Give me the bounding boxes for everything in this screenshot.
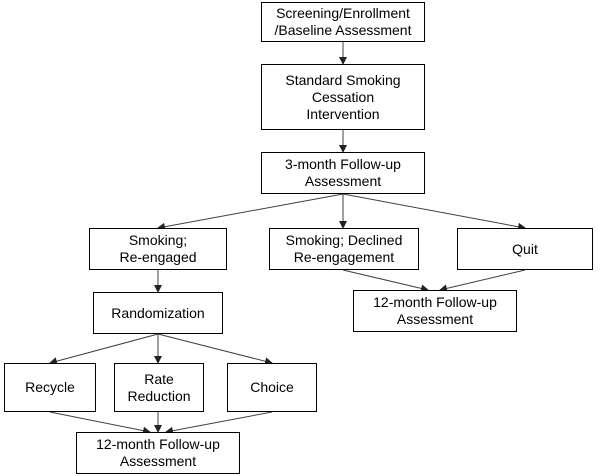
arrow-recycle-to-followup12 [49,411,151,435]
rate-reduction-label: Rate Reduction [127,370,191,404]
intervention-label: Standard Smoking Cessation Intervention [285,71,401,122]
arrow-followup3-to-quit [342,193,526,231]
followup12-bottom-label: 12-month Follow-up Assessment [96,436,220,469]
recycle-label: Recycle [25,379,75,395]
followup12-right-box: 12-month Follow-up Assessment [353,290,517,332]
recycle-box: Recycle [4,363,96,412]
quit-label: Quit [512,240,538,257]
arrow-quit-to-followup12 [439,269,526,293]
arrow-declined-to-followup12 [342,269,429,293]
choice-box: Choice [227,363,317,412]
followup3-box: 3-month Follow-up Assessment [261,152,425,194]
followup12-right-label: 12-month Follow-up Assessment [373,294,497,327]
screening-box: Screening/Enrollment /Baseline Assessmen… [261,2,425,42]
intervention-box: Standard Smoking Cessation Intervention [261,64,425,130]
arrow-randomization-to-recycle [49,333,159,366]
quit-box: Quit [457,228,593,270]
followup12-bottom-box: 12-month Follow-up Assessment [76,432,240,474]
smoking-declined-label: Smoking; Declined Re-engagement [285,232,403,265]
arrow-followup3-to-reengaged [157,193,344,231]
arrow-choice-to-followup12 [165,411,273,435]
smoking-declined-box: Smoking; Declined Re-engagement [269,228,419,270]
randomization-box: Randomization [93,292,223,334]
followup3-label: 3-month Follow-up Assessment [285,156,401,189]
smoking-reengaged-box: Smoking; Re-engaged [89,228,227,270]
randomization-label: Randomization [111,304,205,321]
choice-label: Choice [250,379,294,395]
rate-reduction-box: Rate Reduction [114,363,204,412]
arrow-randomization-to-choice [157,333,273,366]
screening-label: Screening/Enrollment /Baseline Assessmen… [274,5,412,38]
smoking-reengaged-label: Smoking; Re-engaged [119,232,197,265]
